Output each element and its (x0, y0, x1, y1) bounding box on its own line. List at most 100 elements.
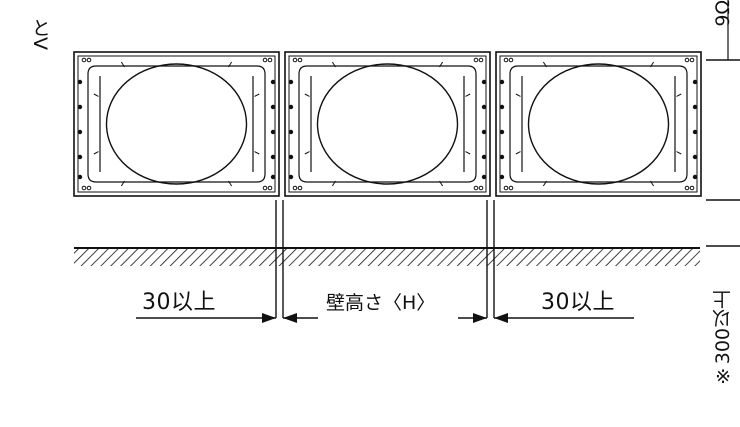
arrow-right-2 (473, 313, 487, 323)
panel-tick (93, 93, 99, 97)
panel-tick (331, 61, 336, 68)
bolt-dot (77, 129, 83, 135)
bolt-dot (270, 104, 276, 110)
bolt-dot (270, 154, 276, 160)
corner-bolt (473, 57, 479, 63)
arrow-left-1 (283, 313, 297, 323)
wall-height-label: 壁高さ〈H〉 (326, 292, 436, 314)
corner-bolt (478, 57, 484, 63)
corner-bolt (297, 185, 303, 191)
corner-bolt (262, 185, 268, 191)
corner-bolt (473, 185, 479, 191)
panel-tick (93, 151, 99, 155)
bolt-dot (692, 104, 698, 110)
corner-bolt (684, 185, 690, 191)
form-panel-1 (73, 51, 280, 197)
bolt-dot (77, 174, 83, 180)
panel-inner-frame (77, 55, 276, 193)
panel-tick (228, 180, 233, 187)
corner-bolt (292, 57, 298, 63)
panel-tick (650, 180, 655, 187)
bolt-dot (481, 154, 487, 160)
panel-tick (120, 61, 125, 68)
panel-tick (515, 151, 521, 155)
bolt-dot (499, 154, 505, 160)
bolt-dot (270, 129, 276, 135)
form-panel-2 (284, 51, 491, 197)
bolt-dot (270, 79, 276, 85)
panel-tick (304, 151, 310, 155)
ground-hatch (74, 248, 700, 266)
top-left-fragment: とV (29, 18, 51, 50)
panel-tick (120, 180, 125, 187)
bolt-dot (288, 104, 294, 110)
bolt-dot (499, 129, 505, 135)
bolt-dot (288, 129, 294, 135)
wall-joint-left (275, 200, 284, 318)
panel-inner-frame (288, 55, 487, 193)
left-margin-label: 30以上 (142, 290, 216, 315)
bolt-dot (270, 174, 276, 180)
corner-bolt (508, 57, 514, 63)
panel-inner-frame (499, 55, 698, 193)
right-top-fragment: 9Ω (712, 0, 734, 27)
bolt-dot (288, 79, 294, 85)
bolt-dot (77, 104, 83, 110)
corner-bolt (86, 185, 92, 191)
corner-bolt (478, 185, 484, 191)
bolt-dot (481, 79, 487, 85)
panel-tick (254, 151, 260, 155)
bolt-dot (288, 154, 294, 160)
arrow-right-1 (262, 313, 276, 323)
panel-opening (527, 63, 670, 185)
arrow-left-2 (494, 313, 508, 323)
bolt-dot (481, 174, 487, 180)
panel-tick (650, 61, 655, 68)
dimension-line (136, 313, 634, 323)
panel-rounded-frame (509, 65, 688, 183)
bolt-dot (499, 174, 505, 180)
corner-bolt (292, 185, 298, 191)
corner-bolt (503, 185, 509, 191)
corner-bolt (689, 185, 695, 191)
bolt-dot (481, 104, 487, 110)
corner-bolt (262, 57, 268, 63)
bolt-dot (499, 79, 505, 85)
corner-bolt (267, 57, 273, 63)
panel-tick (542, 61, 547, 68)
corner-bolt (86, 57, 92, 63)
bolt-dot (288, 174, 294, 180)
bolt-dot (77, 79, 83, 85)
panel-tick (515, 93, 521, 97)
right-reference-marks (706, 0, 740, 247)
panel-tick (439, 180, 444, 187)
bolt-dot (692, 174, 698, 180)
corner-bolt (267, 185, 273, 191)
right-margin-label: 30以上 (541, 290, 615, 315)
panel-tick (304, 93, 310, 97)
panel-opening (105, 63, 248, 185)
corner-bolt (81, 185, 87, 191)
corner-bolt (81, 57, 87, 63)
panel-outer-frame (73, 51, 280, 197)
panel-rounded-frame (87, 65, 266, 183)
panel-outer-frame (495, 51, 702, 197)
panel-tick (542, 180, 547, 187)
panel-tick (228, 61, 233, 68)
panel-rounded-frame (298, 65, 477, 183)
corner-bolt (503, 57, 509, 63)
panel-tick (676, 93, 682, 97)
panel-tick (254, 93, 260, 97)
corner-bolt (684, 57, 690, 63)
corner-bolt (508, 185, 514, 191)
right-bottom-fragment: ※300以上 (712, 290, 734, 387)
bolt-dot (692, 154, 698, 160)
form-panel-3 (495, 51, 702, 197)
panel-opening (316, 63, 459, 185)
bolt-dot (692, 79, 698, 85)
bolt-dot (692, 129, 698, 135)
panel-tick (331, 180, 336, 187)
bolt-dot (499, 104, 505, 110)
